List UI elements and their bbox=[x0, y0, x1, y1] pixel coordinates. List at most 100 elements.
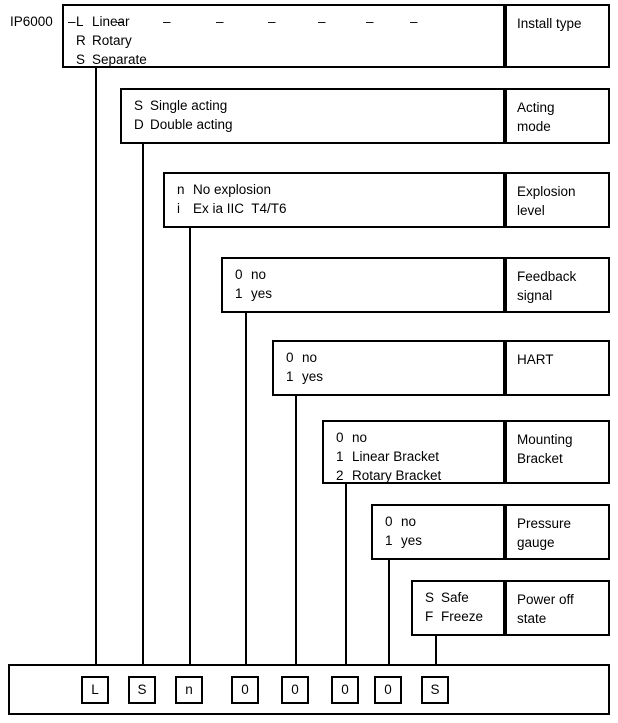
label-line: state bbox=[517, 611, 547, 626]
label-line: Mounting bbox=[517, 432, 573, 447]
connector-line-pressure-gauge bbox=[388, 558, 390, 678]
option-row: 1 yes bbox=[373, 531, 503, 550]
part-number-separator: – bbox=[116, 14, 124, 29]
option-row: 2 Rotary Bracket bbox=[324, 466, 503, 485]
part-number-separator: – bbox=[163, 14, 171, 29]
option-code: i bbox=[177, 201, 180, 216]
option-code: D bbox=[134, 117, 144, 132]
option-text: Single acting bbox=[150, 98, 228, 113]
part-number-separator: – bbox=[268, 14, 276, 29]
option-text: yes bbox=[302, 369, 324, 384]
option-row: 1 yes bbox=[223, 284, 503, 303]
part-number-separator: – bbox=[410, 14, 418, 29]
label-box-power-off-state: Power off state bbox=[505, 580, 610, 636]
label-line: Pressure bbox=[517, 516, 572, 531]
part-number-cell-explosion-level[interactable]: n bbox=[175, 676, 203, 704]
label-line: Install type bbox=[517, 16, 582, 31]
connector-line-feedback-signal bbox=[245, 311, 247, 678]
options-box-mounting-bracket: 0 no 1 Linear Bracket 2 Rotary Bracket bbox=[322, 420, 505, 484]
option-row: 0 no bbox=[373, 512, 503, 531]
label-box-install-type: Install type bbox=[505, 4, 610, 68]
label-line: level bbox=[517, 203, 545, 218]
option-code: 1 bbox=[336, 449, 344, 464]
part-number-cell-acting-mode[interactable]: S bbox=[128, 676, 156, 704]
option-row: 1 Linear Bracket bbox=[324, 447, 503, 466]
option-row: 0 no bbox=[274, 348, 503, 367]
connector-line-acting-mode bbox=[142, 142, 144, 678]
option-row: 0 no bbox=[324, 428, 503, 447]
label-line: mode bbox=[517, 119, 551, 134]
option-code: 1 bbox=[235, 286, 243, 301]
option-text: no bbox=[302, 350, 318, 365]
part-number-separator: – bbox=[366, 14, 374, 29]
option-row: S Single acting bbox=[122, 96, 503, 115]
part-number-cell-feedback-signal[interactable]: 0 bbox=[231, 676, 259, 704]
option-code: 0 bbox=[336, 430, 344, 445]
option-row: 0 no bbox=[223, 265, 503, 284]
option-text: Double acting bbox=[150, 117, 233, 132]
connector-line-hart bbox=[295, 394, 297, 678]
label-line: Bracket bbox=[517, 451, 563, 466]
label-line: signal bbox=[517, 288, 553, 303]
label-line: Explosion bbox=[517, 184, 576, 199]
part-number-cell-hart[interactable]: 0 bbox=[281, 676, 309, 704]
part-number-cell-mounting-bracket[interactable]: 0 bbox=[331, 676, 359, 704]
options-box-power-off-state: S Safe F Freeze bbox=[411, 580, 505, 636]
label-line: HART bbox=[517, 352, 554, 367]
option-code: 1 bbox=[385, 533, 393, 548]
label-box-feedback-signal: Feedback signal bbox=[505, 257, 610, 313]
option-text: no bbox=[352, 430, 368, 445]
option-row: 1 yes bbox=[274, 367, 503, 386]
option-row: S Separate bbox=[64, 50, 503, 69]
connector-line-install-type bbox=[95, 66, 97, 678]
option-text: no bbox=[251, 267, 267, 282]
option-text: Ex ia IIC T4/T6 bbox=[193, 201, 287, 216]
part-number-cell-install-type[interactable]: L bbox=[81, 676, 109, 704]
connector-line-mounting-bracket bbox=[345, 482, 347, 678]
option-code: 1 bbox=[286, 369, 294, 384]
option-code: R bbox=[76, 33, 86, 48]
option-code: L bbox=[76, 14, 84, 29]
label-box-acting-mode: Acting mode bbox=[505, 88, 610, 144]
option-text: Freeze bbox=[441, 609, 484, 624]
option-text: yes bbox=[401, 533, 423, 548]
label-line: Acting bbox=[517, 100, 555, 115]
option-row: i Ex ia IIC T4/T6 bbox=[165, 199, 503, 218]
part-number-separator: – bbox=[318, 14, 326, 29]
option-row: D Double acting bbox=[122, 115, 503, 134]
option-code: n bbox=[177, 182, 185, 197]
option-code: 0 bbox=[286, 350, 294, 365]
option-text: Rotary Bracket bbox=[352, 468, 442, 483]
option-text: Linear Bracket bbox=[352, 449, 440, 464]
connector-line-power-off-state bbox=[435, 634, 437, 678]
option-text: no bbox=[401, 514, 417, 529]
option-code: 0 bbox=[235, 267, 243, 282]
option-text: Linear bbox=[92, 14, 130, 29]
label-box-pressure-gauge: Pressure gauge bbox=[505, 504, 610, 560]
option-text: Separate bbox=[92, 52, 147, 67]
options-box-pressure-gauge: 0 no 1 yes bbox=[371, 504, 505, 560]
option-code: S bbox=[425, 590, 435, 605]
part-number-cell-power-off-state[interactable]: S bbox=[421, 676, 449, 704]
part-number-cell-pressure-gauge[interactable]: 0 bbox=[374, 676, 402, 704]
option-text: yes bbox=[251, 286, 273, 301]
part-number-prefix: IP6000 bbox=[10, 14, 53, 29]
option-code: S bbox=[134, 98, 144, 113]
label-line: Feedback bbox=[517, 269, 577, 284]
option-row: S Safe bbox=[413, 588, 503, 607]
option-code: 2 bbox=[336, 468, 344, 483]
label-line: gauge bbox=[517, 535, 555, 550]
connector-line-explosion-level bbox=[189, 226, 191, 678]
option-code: 0 bbox=[385, 514, 393, 529]
option-code: F bbox=[425, 609, 434, 624]
label-line: Power off bbox=[517, 592, 574, 607]
label-box-explosion-level: Explosion level bbox=[505, 172, 610, 228]
option-code: S bbox=[76, 52, 86, 67]
part-number-separator: – bbox=[216, 14, 224, 29]
option-text: Safe bbox=[441, 590, 469, 605]
option-row: L Linear bbox=[64, 12, 503, 31]
